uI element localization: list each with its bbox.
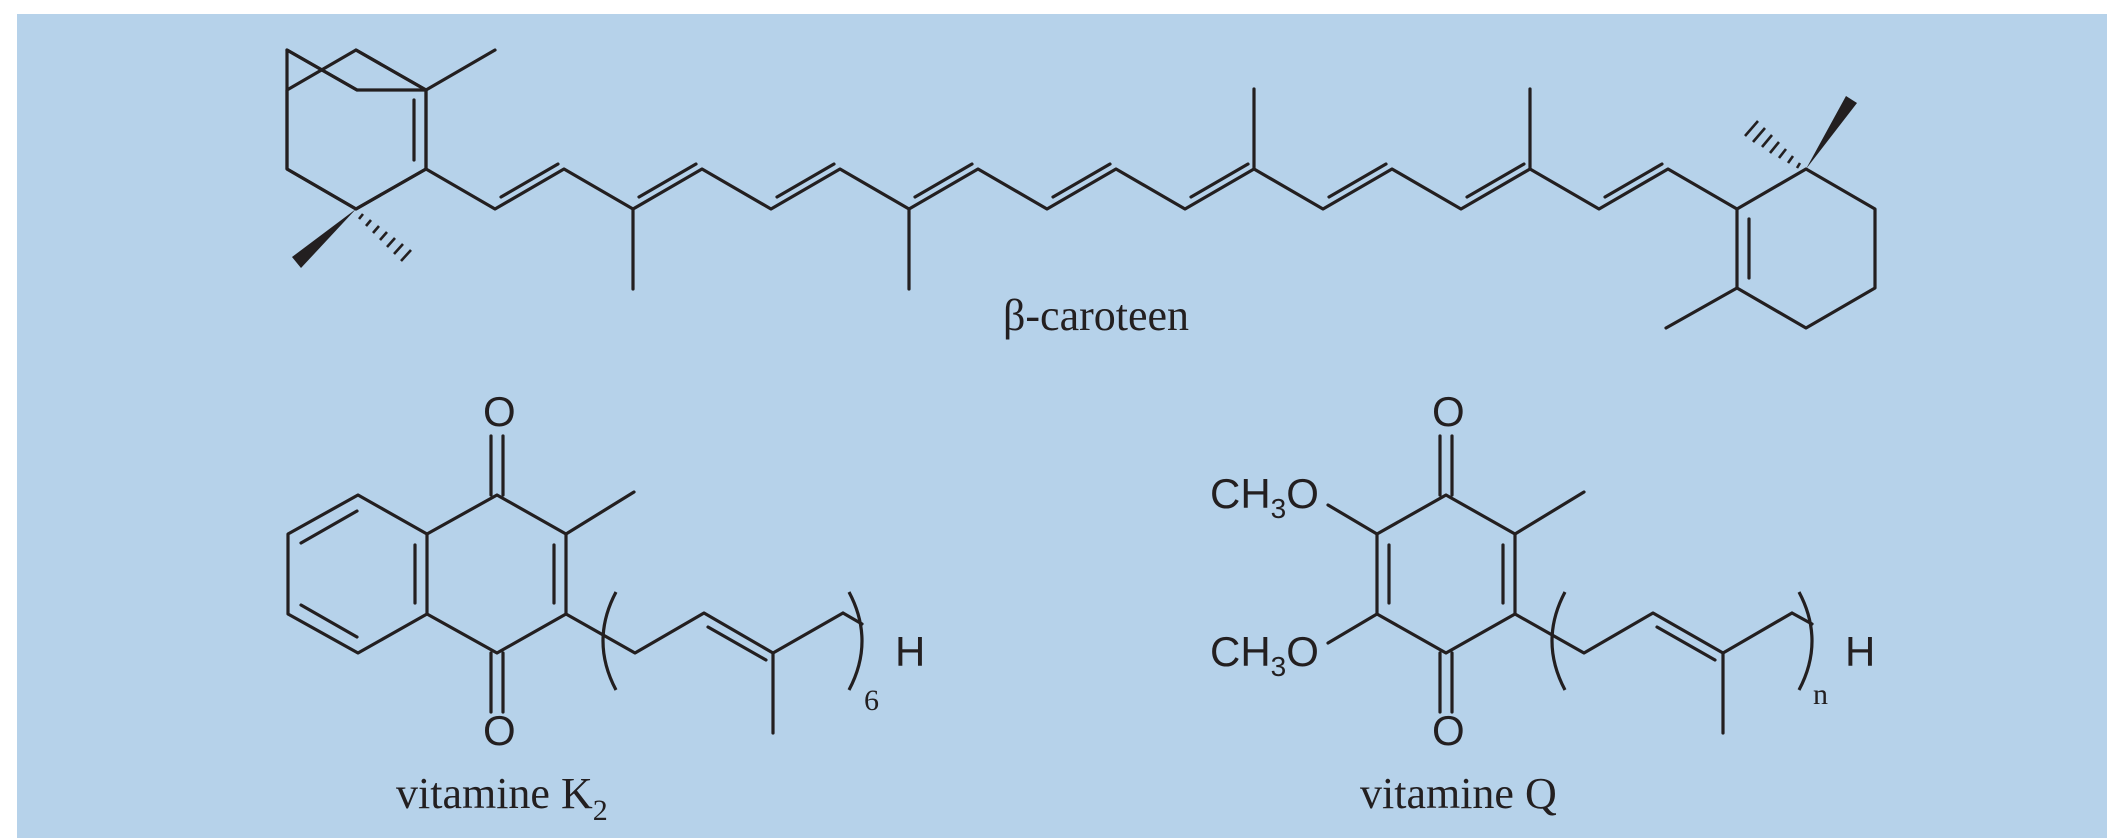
q-oxygen-bottom: O: [1432, 707, 1465, 754]
q-side-chain: [1513, 611, 1794, 655]
q-methoxy-top: CH3O: [1210, 470, 1319, 524]
k2-bracket-right: [847, 591, 864, 691]
left-wedge-methyl: [292, 209, 356, 268]
vitamin-q-structure: O O CH3O CH3O n H vitamine Q: [1210, 388, 1875, 818]
k2-benzene-ring: [286, 493, 429, 655]
q-methyl: [1513, 490, 1586, 536]
k2-methyl: [564, 490, 636, 536]
q-quinone-ring: [1375, 493, 1517, 655]
k2-benzene-double-bonds: [299, 509, 417, 639]
q-terminal-h: H: [1845, 628, 1875, 675]
q-ring-double-bonds: [1387, 543, 1505, 605]
left-hashed-methyl: [357, 213, 412, 262]
right-wedge-methyl: [1806, 96, 1857, 169]
vitamin-k2-label: vitamine K2: [396, 769, 608, 827]
q-bracket-right: [1797, 591, 1814, 691]
q-oxygen-top: O: [1432, 388, 1465, 435]
q-repeat-count: n: [1813, 678, 1828, 711]
polyene-double-bonds: [499, 162, 1664, 199]
right-hashed-methyl: [1744, 120, 1802, 169]
q-bracket-left: [1550, 591, 1567, 691]
q-methoxy-bonds: [1326, 503, 1379, 645]
k2-terminal-h: H: [895, 628, 925, 675]
q-methoxy-bottom: CH3O: [1210, 628, 1319, 682]
vitamin-k2-structure: O O 6 H vitamine K2: [286, 388, 925, 827]
beta-carotene-structure: β-caroteen: [285, 48, 1877, 340]
left-ring: [285, 48, 428, 211]
diagram-panel: [17, 14, 2107, 838]
k2-bracket-left: [601, 591, 618, 691]
left-ring-outline: [285, 48, 428, 211]
k2-side-chain: [564, 611, 845, 655]
k2-repeat-count: 6: [864, 684, 879, 717]
q-carbonyl-bonds: [1438, 434, 1454, 714]
left-ring-frame: [424, 48, 497, 92]
beta-carotene-label: β-caroteen: [1003, 291, 1189, 340]
vitamin-q-label: vitamine Q: [1360, 769, 1557, 818]
polyene-methyl-groups: [631, 87, 1532, 291]
k2-oxygen-top: O: [483, 388, 516, 435]
right-ring-outline: [1735, 167, 1877, 330]
polyene-chain: [424, 167, 1739, 211]
k2-oxygen-bottom: O: [483, 707, 516, 754]
right-ring-methyl: [1664, 286, 1739, 330]
k2-quinone-ring: [425, 493, 568, 655]
k2-side-chain-double-bond: [706, 625, 768, 662]
k2-carbonyl-bonds: [489, 434, 505, 714]
q-side-chain-double-bond: [1655, 625, 1717, 662]
